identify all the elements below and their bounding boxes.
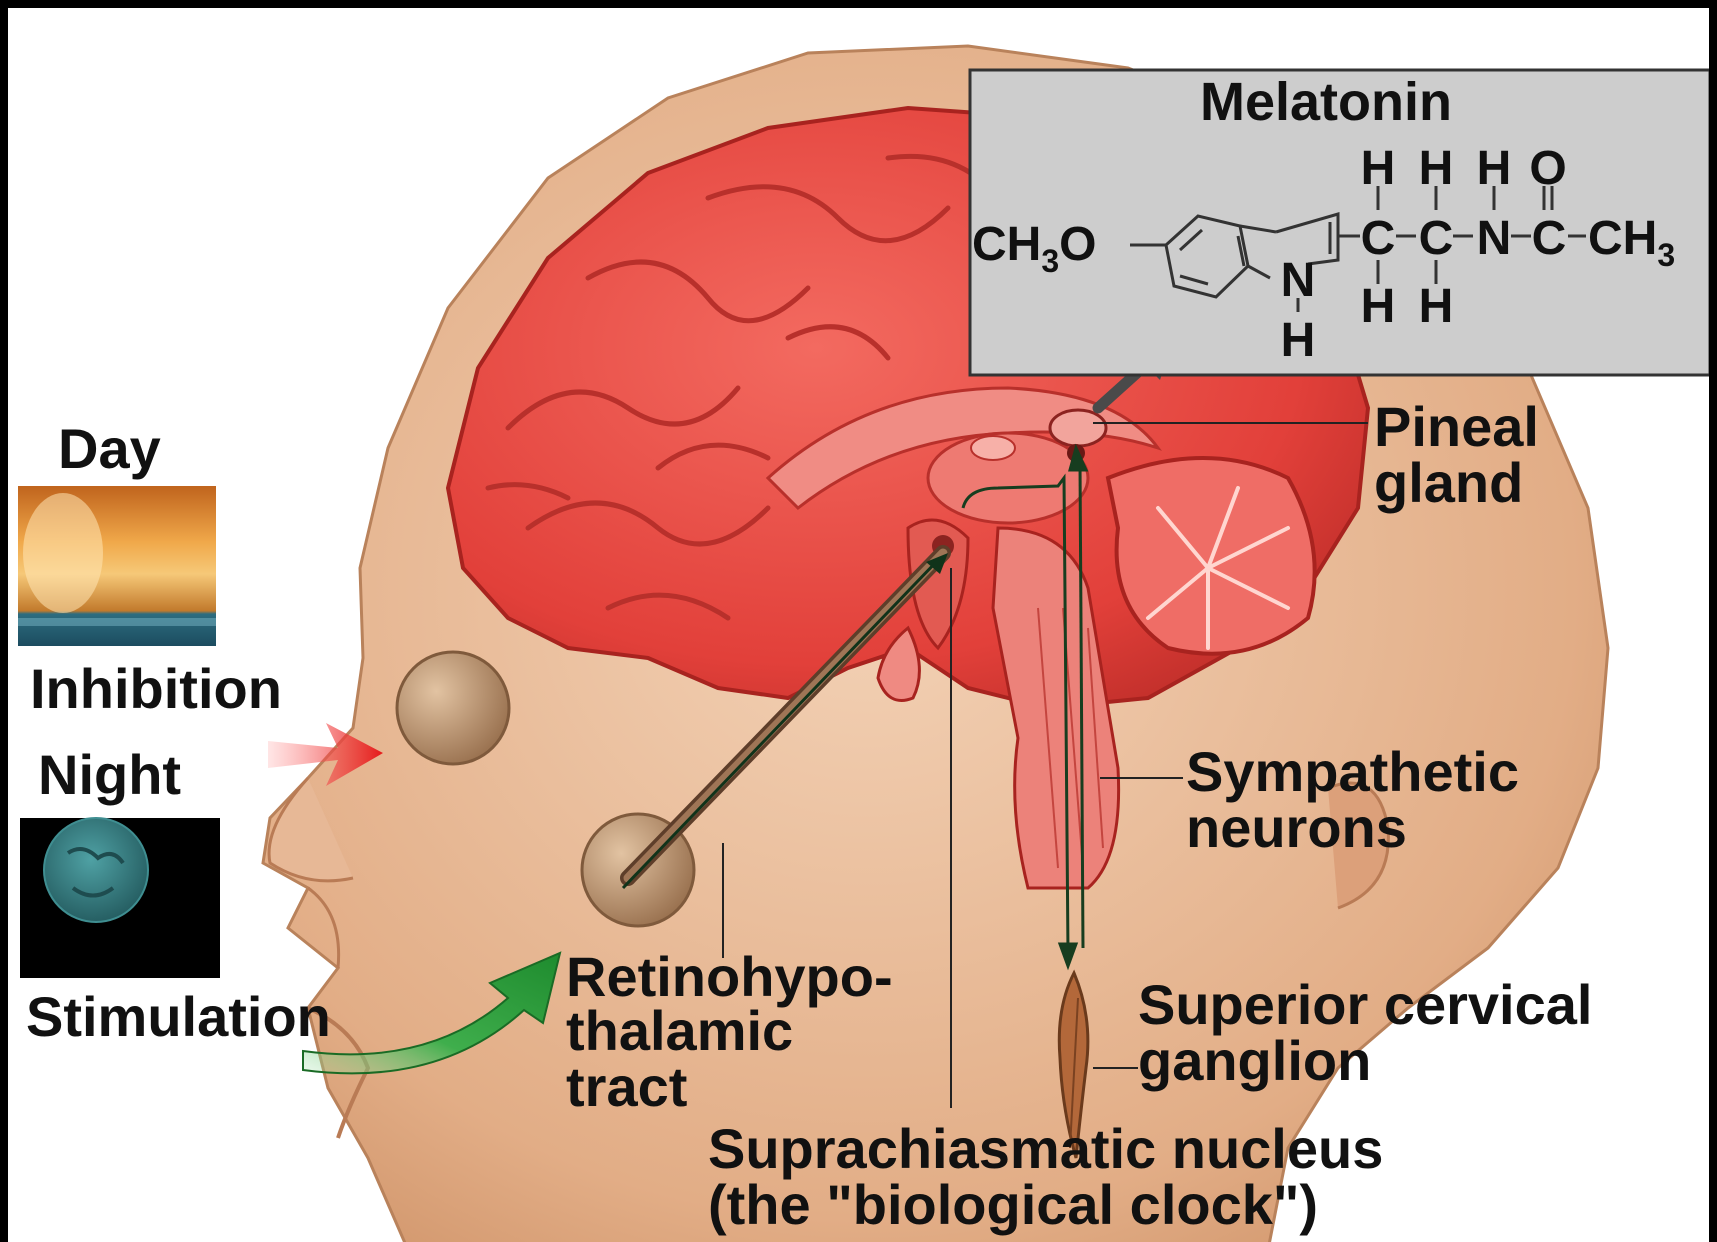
scg-label-line2: ganglion	[1138, 1032, 1371, 1089]
pineal-label-line1: Pineal	[1374, 398, 1539, 455]
c1-label: C	[1361, 212, 1396, 265]
night-image	[20, 818, 220, 978]
bottom-h2-label: H	[1419, 280, 1454, 333]
day-image	[18, 486, 216, 646]
top-o-label: O	[1529, 142, 1566, 195]
head-illustration: Melatonin CH3O	[8, 8, 1717, 1242]
retinohypothalamic-label-line3: tract	[566, 1058, 687, 1115]
amide-n-label: N	[1477, 212, 1512, 265]
inhibition-label: Inhibition	[30, 660, 282, 717]
day-label: Day	[58, 420, 161, 477]
top-h2-label: H	[1419, 142, 1454, 195]
top-h3-label: H	[1477, 142, 1512, 195]
bottom-h1-label: H	[1361, 280, 1396, 333]
sympathetic-label-line1: Sympathetic	[1186, 743, 1519, 800]
c3-label: C	[1532, 212, 1567, 265]
scn-label-line2: (the "biological clock")	[708, 1176, 1318, 1233]
eye-upper	[397, 652, 509, 764]
ring-n-label: N	[1281, 254, 1316, 307]
melatonin-title: Melatonin	[1200, 72, 1452, 132]
top-h1-label: H	[1361, 142, 1396, 195]
methoxy-ch3-label: CH3O	[972, 218, 1096, 279]
retinohypothalamic-label-line2: thalamic	[566, 1002, 793, 1059]
sympathetic-label-line2: neurons	[1186, 799, 1407, 856]
pineal-label-line2: gland	[1374, 454, 1523, 511]
retinohypothalamic-label-line1: Retinohypo-	[566, 948, 893, 1005]
ring-h-label: H	[1281, 314, 1316, 367]
scg-label-line1: Superior cervical	[1138, 976, 1592, 1033]
stimulation-label: Stimulation	[26, 988, 331, 1045]
scn-label-line1: Suprachiasmatic nucleus	[708, 1120, 1383, 1177]
night-label: Night	[38, 746, 181, 803]
c2-label: C	[1419, 212, 1454, 265]
